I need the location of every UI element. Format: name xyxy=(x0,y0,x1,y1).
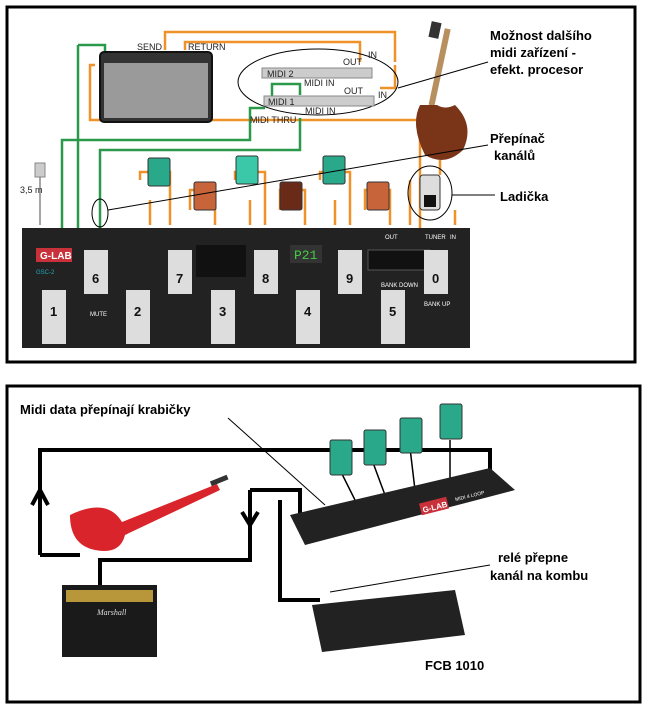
midi-device-2: MIDI 2 MIDI IN OUT IN xyxy=(261,50,377,88)
top-frame xyxy=(5,5,637,364)
svg-text:BANK DOWN: BANK DOWN xyxy=(381,283,418,289)
svg-text:5: 5 xyxy=(389,304,396,319)
svg-text:TUNER: TUNER xyxy=(425,235,446,241)
svg-text:6: 6 xyxy=(92,271,99,286)
fcb1010-controller xyxy=(312,590,465,652)
midi-loop-switcher: G-LAB MIDI 4 LOOP xyxy=(290,468,515,545)
svg-text:8: 8 xyxy=(262,271,269,286)
cables xyxy=(30,448,492,602)
pointer-line xyxy=(107,144,489,211)
pointer-line xyxy=(397,61,489,89)
svg-text:4: 4 xyxy=(304,304,312,319)
power-supply: 3,5 m xyxy=(20,162,46,225)
annotation-fcb1010: FCB 1010 xyxy=(425,658,484,673)
annotation-channel-switch: Přepínač xyxy=(490,131,545,146)
annotation-tuner: Ladička xyxy=(500,189,549,204)
footswitch-9[interactable]: 9 xyxy=(338,250,362,294)
svg-text:MIDI IN: MIDI IN xyxy=(305,106,336,116)
svg-text:7: 7 xyxy=(176,271,183,286)
annotation-channel-switch: kanálů xyxy=(494,148,535,163)
marshall-amp: Marshall xyxy=(62,585,157,657)
footswitch-8[interactable]: 8 xyxy=(254,250,278,294)
amplifier: SEND RETURN xyxy=(99,42,226,123)
electric-guitar xyxy=(416,21,468,160)
pedals-bottom xyxy=(329,403,463,476)
footswitch-5[interactable]: 5 xyxy=(381,290,405,344)
svg-text:3,5 m: 3,5 m xyxy=(20,185,43,195)
return-label: RETURN xyxy=(188,42,226,52)
footswitch-7[interactable]: 7 xyxy=(168,250,192,294)
annotation-relay: relé přepne xyxy=(498,550,568,565)
footswitch-0[interactable]: 0 xyxy=(424,250,448,294)
svg-text:3: 3 xyxy=(219,304,226,319)
svg-text:MIDI 2: MIDI 2 xyxy=(267,69,294,79)
svg-text:MUTE: MUTE xyxy=(90,312,107,318)
svg-text:IN: IN xyxy=(368,50,377,60)
pointer-line xyxy=(329,564,491,593)
gsc2-controller: G-LAB GSC-2 P21 BANK DOWN BANK UP MUTE O… xyxy=(22,228,470,348)
send-label: SEND xyxy=(137,42,163,52)
svg-text:0: 0 xyxy=(432,271,439,286)
pedals xyxy=(147,155,441,211)
svg-text:Marshall: Marshall xyxy=(96,608,127,617)
svg-text:OUT: OUT xyxy=(385,235,398,241)
tuner-ellipse xyxy=(407,165,453,221)
footswitch-3[interactable]: 3 xyxy=(211,290,235,344)
annotation-midi-device: midi zařízení - xyxy=(490,45,576,60)
annotation-midi-device: efekt. procesor xyxy=(490,62,583,77)
svg-text:BANK UP: BANK UP xyxy=(424,302,450,308)
annotation-relay: kanál na kombu xyxy=(490,568,588,583)
bottom-frame xyxy=(5,384,642,704)
svg-text:GSC-2: GSC-2 xyxy=(36,270,55,276)
midi-device-ellipse xyxy=(237,48,399,116)
svg-text:MIDI 1: MIDI 1 xyxy=(268,97,295,107)
midi-device-1: MIDI 1 MIDI IN OUT IN MIDI THRU xyxy=(250,86,387,125)
svg-text:IN: IN xyxy=(450,235,456,241)
svg-text:2: 2 xyxy=(134,304,141,319)
svg-text:9: 9 xyxy=(346,271,353,286)
svg-text:G-LAB: G-LAB xyxy=(40,251,72,262)
annotation-midi-data: Midi data přepínají krabičky xyxy=(20,402,191,417)
midi-cables xyxy=(60,43,302,230)
svg-text:IN: IN xyxy=(378,90,387,100)
footswitch-6[interactable]: 6 xyxy=(84,250,108,294)
footswitch-1[interactable]: 1 xyxy=(42,290,66,344)
display: P21 xyxy=(294,248,318,263)
svg-text:OUT: OUT xyxy=(343,57,363,67)
svg-text:OUT: OUT xyxy=(344,86,364,96)
svg-text:1: 1 xyxy=(50,304,57,319)
pointer-line xyxy=(227,417,326,506)
footswitch-2[interactable]: 2 xyxy=(126,290,150,344)
svg-text:MIDI THRU: MIDI THRU xyxy=(250,115,296,125)
red-guitar xyxy=(70,474,229,551)
channel-switch-ellipse xyxy=(91,198,109,228)
svg-text:MIDI IN: MIDI IN xyxy=(304,78,335,88)
footswitch-4[interactable]: 4 xyxy=(296,290,320,344)
annotation-midi-device: Možnost dalšího xyxy=(490,28,592,43)
